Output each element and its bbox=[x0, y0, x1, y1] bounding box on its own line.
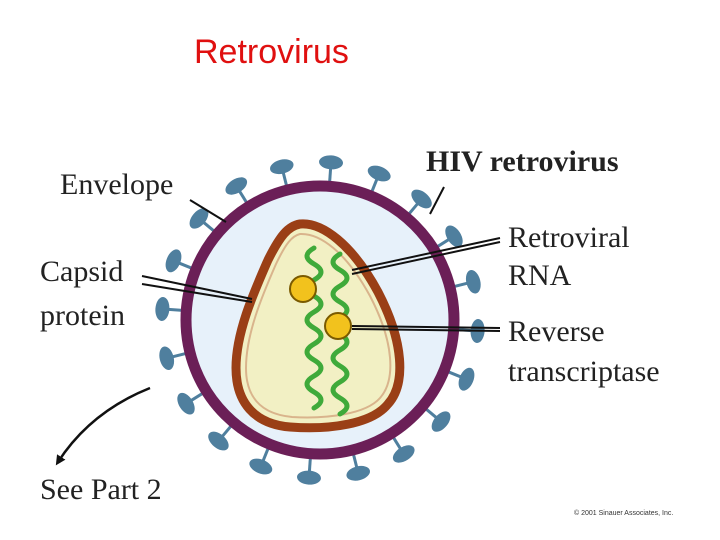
rna-leader-line bbox=[351, 237, 501, 271]
spike-glycoprotein bbox=[159, 346, 175, 370]
hiv-leader-line bbox=[429, 186, 445, 215]
spike-glycoprotein bbox=[367, 165, 391, 182]
spike-glycoprotein bbox=[392, 445, 415, 463]
capsid-label-line1: Capsid bbox=[40, 255, 124, 288]
envelope-leader-line bbox=[189, 199, 227, 223]
capsid-inner-edge bbox=[244, 232, 392, 419]
spike-glycoprotein bbox=[249, 458, 273, 475]
spike-glycoprotein bbox=[411, 189, 432, 209]
hiv-retrovirus-label: HIV retrovirus bbox=[426, 145, 619, 178]
spike-glycoprotein bbox=[208, 431, 229, 451]
spike-glycoprotein bbox=[189, 208, 209, 229]
copyright-notice: © 2001 Sinauer Associates, Inc. bbox=[574, 510, 674, 517]
rna-leader-line bbox=[351, 241, 501, 275]
rt-label-line1: Reverse bbox=[508, 315, 605, 348]
spike-glycoprotein bbox=[165, 249, 182, 273]
capsid-leader-line bbox=[141, 283, 253, 303]
spike-glycoprotein bbox=[465, 270, 481, 294]
rt-leader-line bbox=[351, 328, 501, 332]
spike-glycoprotein bbox=[296, 470, 321, 485]
spike-glycoprotein bbox=[431, 411, 451, 432]
spike-glycoprotein bbox=[458, 367, 475, 391]
reverse-transcriptase-molecule bbox=[289, 275, 317, 303]
rt-leader-line bbox=[351, 325, 501, 329]
spike-glycoprotein bbox=[346, 465, 370, 481]
see-part-arrow bbox=[55, 386, 151, 466]
rna-label-line2: RNA bbox=[508, 259, 572, 292]
see-part-label: See Part 2 bbox=[40, 473, 162, 506]
reverse-transcriptase-molecule bbox=[324, 312, 352, 340]
capsid-label-line2: protein bbox=[40, 299, 125, 332]
rt-label-line2: transcriptase bbox=[508, 355, 660, 388]
spike-glycoprotein bbox=[270, 159, 294, 175]
spike-glycoprotein bbox=[177, 392, 195, 415]
spike-glycoprotein bbox=[225, 177, 248, 195]
rna-strand bbox=[304, 245, 324, 411]
rna-label-line1: Retroviral bbox=[508, 221, 630, 254]
spike-glycoprotein bbox=[445, 225, 463, 248]
capsid-leader-line bbox=[141, 275, 253, 300]
spike-glycoprotein bbox=[319, 155, 344, 170]
spike-glycoprotein bbox=[155, 296, 170, 321]
capsid-shell bbox=[231, 219, 405, 433]
envelope-label: Envelope bbox=[60, 168, 174, 201]
slide-title: Retrovirus bbox=[194, 33, 349, 71]
